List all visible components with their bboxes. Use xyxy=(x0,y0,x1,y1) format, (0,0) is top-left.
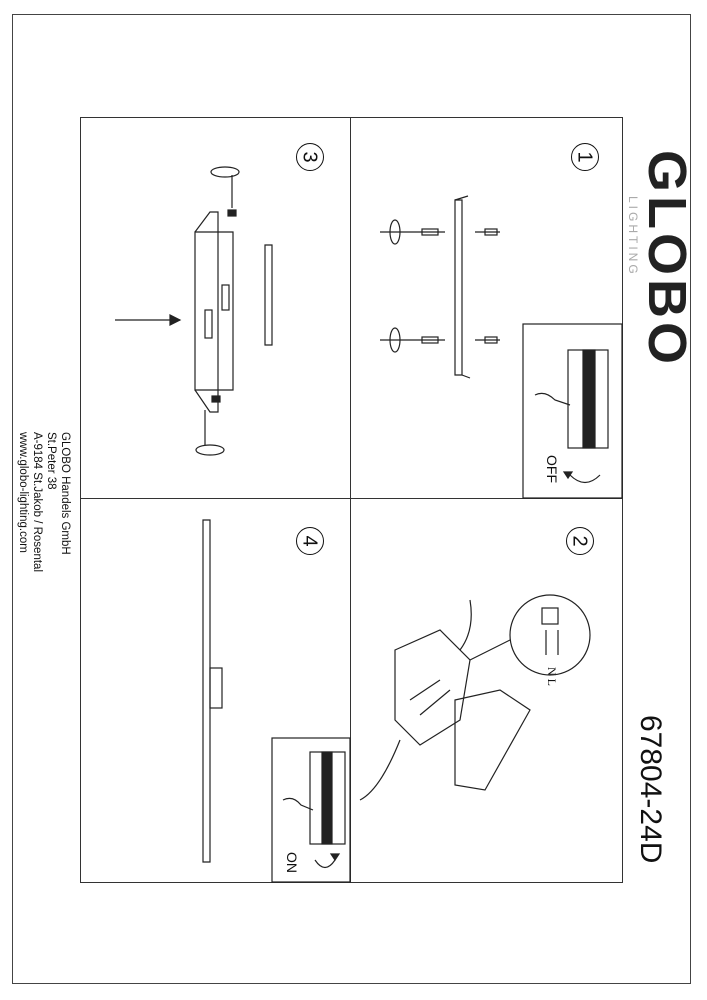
step-number-2: 2 xyxy=(566,527,594,555)
page-frame xyxy=(12,14,691,984)
step-number-4: 4 xyxy=(296,527,324,555)
step-number-3: 3 xyxy=(296,143,324,171)
step-number-1: 1 xyxy=(571,143,599,171)
divider xyxy=(350,117,351,883)
terminal-off-illustration xyxy=(522,323,623,499)
instruction-grid xyxy=(80,117,623,883)
installed-fixture-illustration xyxy=(202,519,223,863)
terminal-on-illustration xyxy=(271,737,351,883)
divider xyxy=(80,498,623,499)
fixture-mount-illustration xyxy=(115,166,273,456)
mounting-bracket-illustration xyxy=(380,195,500,379)
wiring-illustration xyxy=(359,594,591,801)
